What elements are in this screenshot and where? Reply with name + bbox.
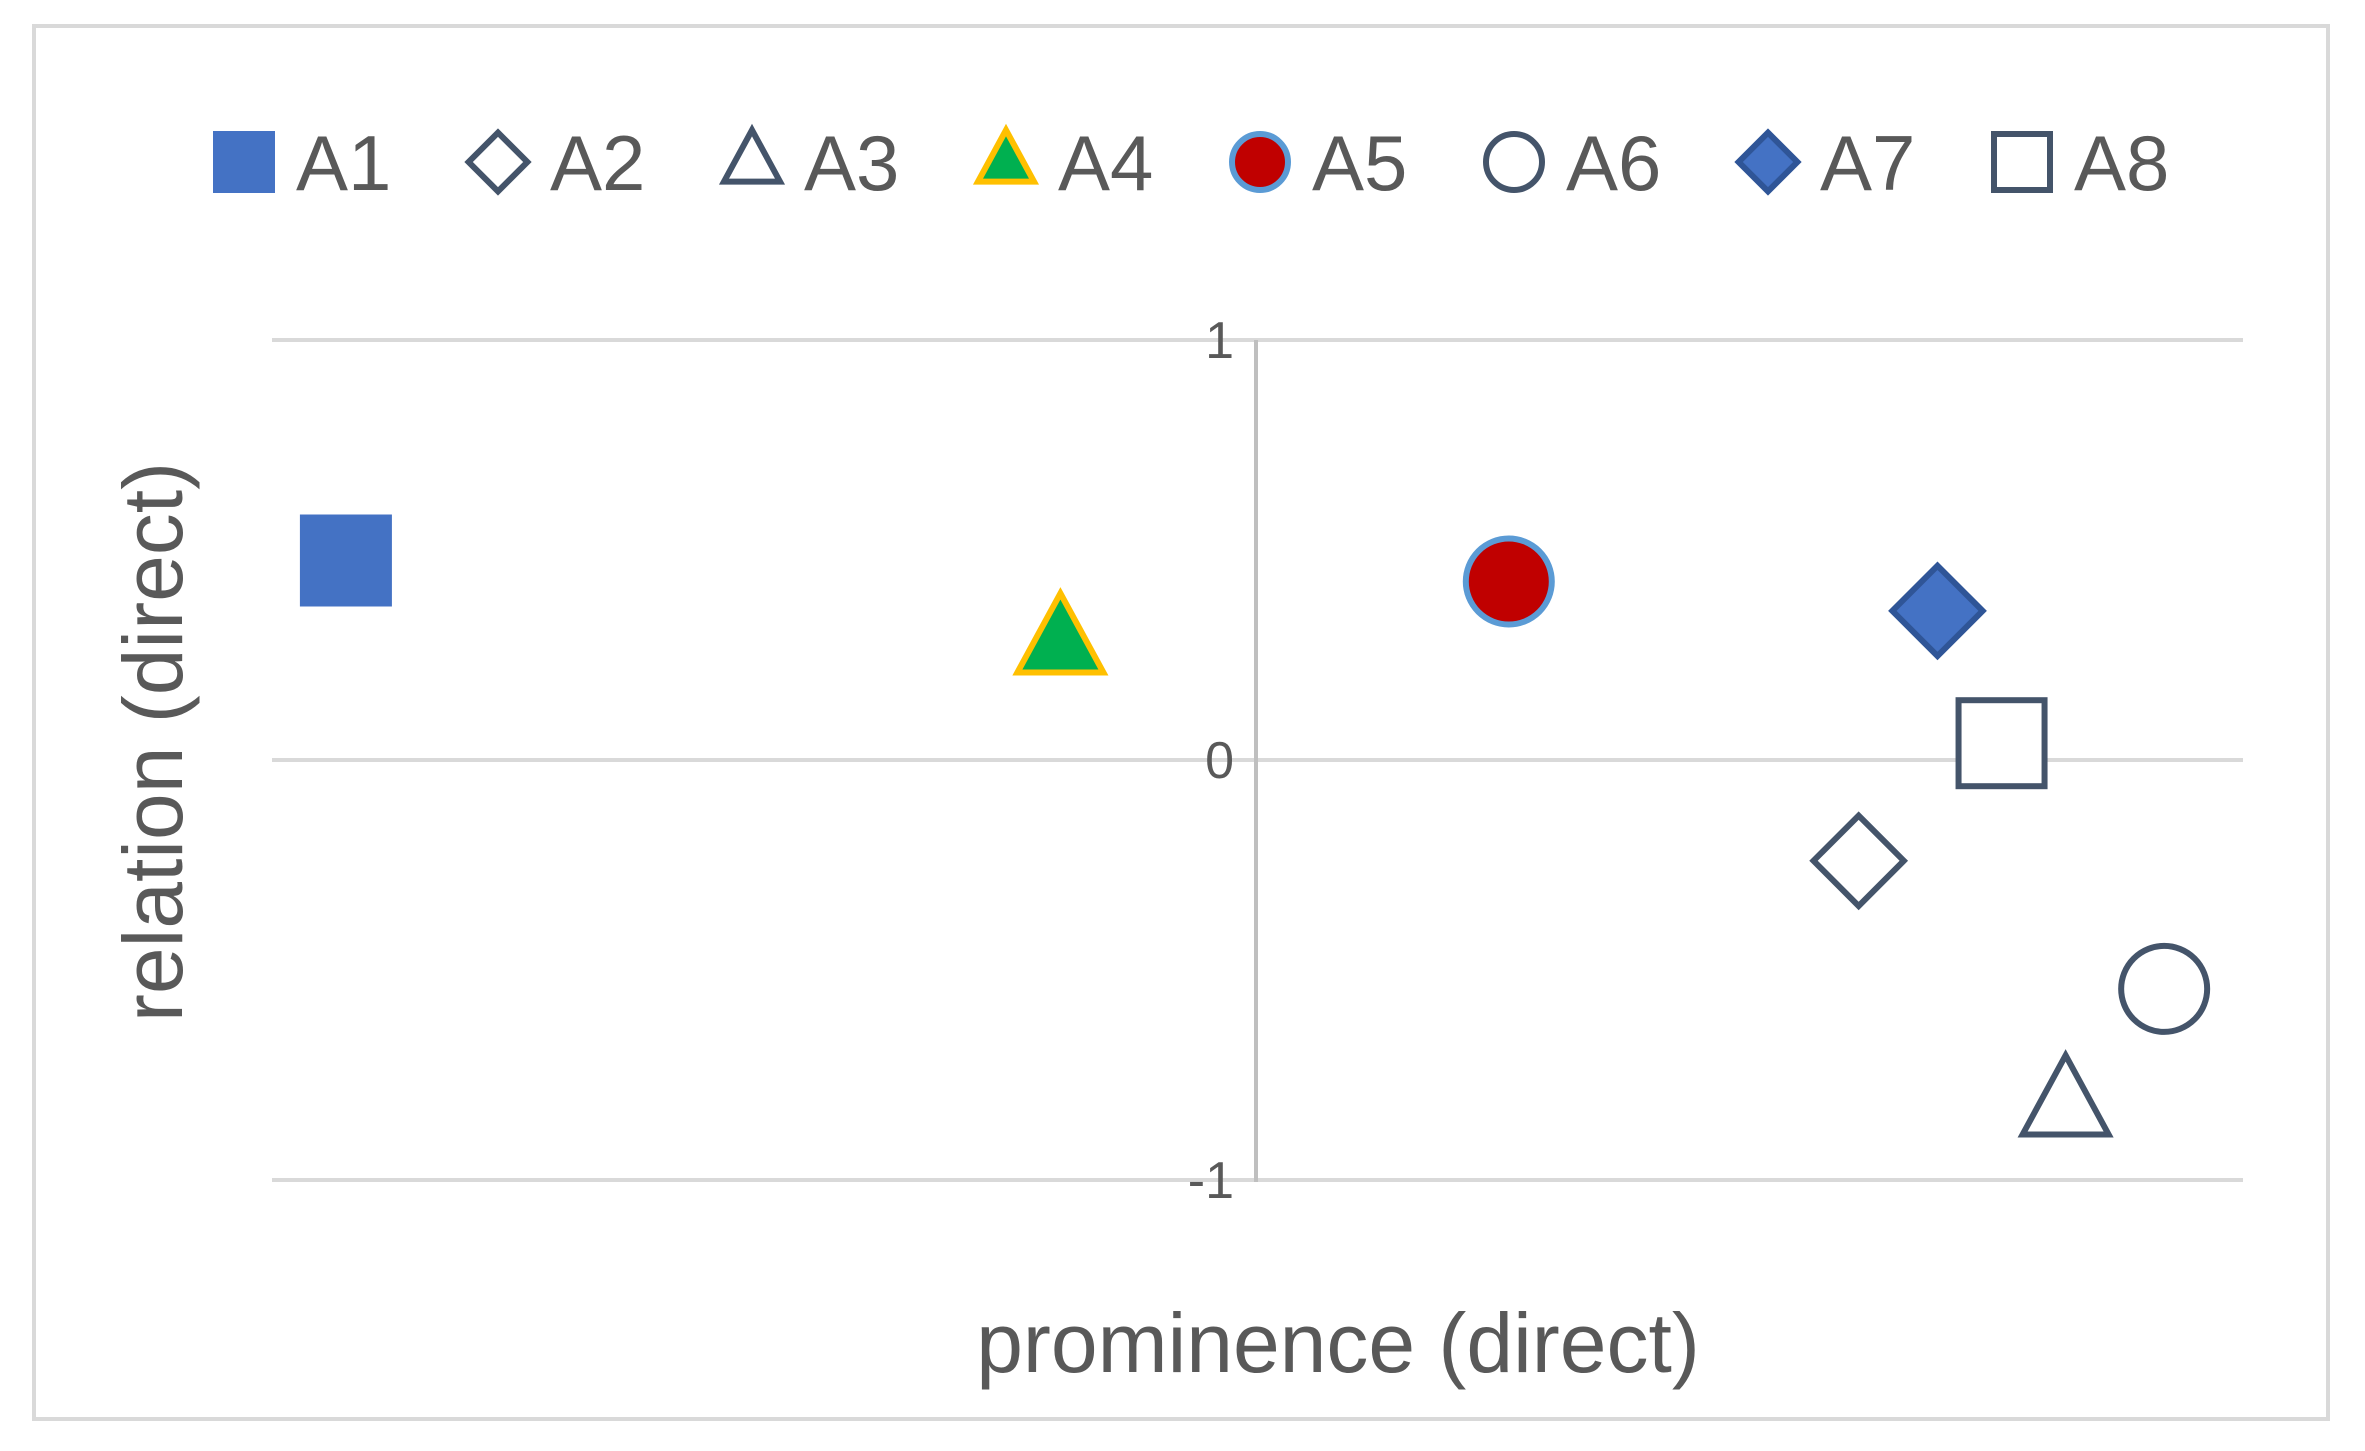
y-tick-label: -1 bbox=[1188, 1152, 1234, 1210]
point-a5 bbox=[1462, 535, 1555, 628]
legend-item-a4: A4 bbox=[972, 119, 1153, 207]
legend-item-a8: A8 bbox=[1991, 119, 2169, 207]
legend-label: A4 bbox=[1058, 119, 1153, 207]
legend-marker-a8 bbox=[1991, 131, 2053, 193]
legend-label: A3 bbox=[804, 119, 899, 207]
legend-label: A1 bbox=[296, 119, 391, 207]
y-tick-label: 0 bbox=[1205, 732, 1234, 790]
legend-item-a7: A7 bbox=[1734, 119, 1915, 207]
legend-marker-a7 bbox=[1734, 128, 1802, 196]
legend-item-a5: A5 bbox=[1229, 119, 1407, 207]
legend-label: A7 bbox=[1820, 119, 1915, 207]
legend-item-a1: A1 bbox=[213, 119, 391, 207]
legend: A1 A2 A3 A4 A5 A6 A7 A8 bbox=[213, 119, 2169, 207]
legend-label: A6 bbox=[1566, 119, 1661, 207]
legend-marker-a6 bbox=[1483, 131, 1545, 193]
legend-item-a6: A6 bbox=[1483, 119, 1661, 207]
y-axis-title: relation (direct) bbox=[106, 462, 200, 1022]
point-a6 bbox=[2118, 942, 2211, 1035]
point-a4 bbox=[1012, 587, 1109, 676]
legend-label: A5 bbox=[1312, 119, 1407, 207]
legend-marker-a1 bbox=[213, 131, 275, 193]
legend-marker-a4 bbox=[972, 123, 1040, 185]
legend-label: A2 bbox=[550, 119, 645, 207]
legend-marker-a2 bbox=[464, 128, 532, 196]
point-a3 bbox=[2017, 1049, 2114, 1138]
point-a2 bbox=[1809, 811, 1909, 911]
y-tick-labels: 1 0 -1 bbox=[1188, 312, 1234, 1210]
x-axis-title: prominence (direct) bbox=[976, 1296, 1700, 1390]
y-tick-label: 1 bbox=[1205, 312, 1234, 370]
legend-marker-a3 bbox=[718, 123, 786, 185]
legend-label: A8 bbox=[2074, 119, 2169, 207]
point-a7 bbox=[1888, 561, 1987, 661]
point-a8 bbox=[1955, 697, 2048, 790]
legend-item-a3: A3 bbox=[718, 119, 899, 207]
legend-item-a2: A2 bbox=[464, 119, 645, 207]
point-a1 bbox=[299, 514, 392, 607]
data-points bbox=[299, 514, 2211, 1138]
legend-marker-a5 bbox=[1229, 131, 1291, 193]
chart-frame bbox=[32, 24, 2330, 1421]
